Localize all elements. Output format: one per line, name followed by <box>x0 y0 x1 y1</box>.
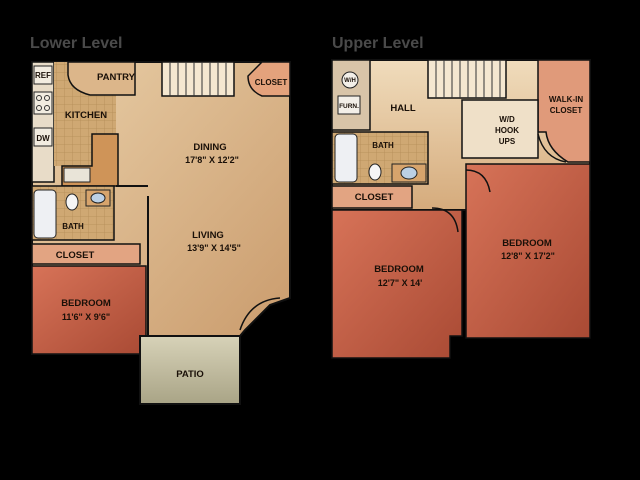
lower-top-closet-label: CLOSET <box>255 78 288 87</box>
stove <box>33 91 53 115</box>
upper-tub <box>334 133 358 183</box>
lower-top-closet <box>247 61 291 97</box>
wd-label-2: HOOK <box>495 126 519 135</box>
furn-label: FURN. <box>339 103 359 110</box>
lower-level-title: Lower Level <box>30 35 122 52</box>
upper-bedroom-2 <box>465 163 591 339</box>
lower-bedroom-label: BEDROOM <box>61 298 111 309</box>
lower-stairs <box>161 61 235 97</box>
upper-toilet <box>368 163 382 181</box>
walkin-label-2: CLOSET <box>550 106 583 115</box>
ref-label: REF <box>35 71 51 80</box>
hall-label: HALL <box>390 103 416 114</box>
dishwasher <box>33 127 53 147</box>
pantry-label: PANTRY <box>97 72 136 83</box>
walk-in-closet <box>537 59 591 163</box>
wd-hookups <box>461 99 539 159</box>
upper-bedroom-1-label: BEDROOM <box>374 264 424 275</box>
living-label: LIVING <box>192 230 224 241</box>
water-heater <box>341 71 359 89</box>
furnace <box>337 95 361 115</box>
upper-bath-label: BATH <box>372 141 394 150</box>
lower-level-plan: REF DW PANTRY CLOSET KITCHEN DINING 17'8… <box>31 61 291 405</box>
lower-bath-label: BATH <box>62 222 84 231</box>
upper-stairs <box>427 59 507 99</box>
patio-label: PATIO <box>176 369 204 380</box>
upper-bedroom-2-label: BEDROOM <box>502 238 552 249</box>
dining-size: 17'8" X 12'2" <box>185 155 239 165</box>
utility-closet <box>331 59 371 131</box>
dw-label: DW <box>36 134 50 143</box>
walkin-label-1: WALK-IN <box>549 95 583 104</box>
upper-level-title: Upper Level <box>332 35 424 52</box>
pantry <box>67 61 136 96</box>
upper-level-plan: W/H FURN. HALL WALK-IN CLOSET W/D HOOK U… <box>331 59 591 359</box>
living-size: 13'9" X 14'5" <box>187 243 241 253</box>
lower-bath-sink <box>90 192 106 204</box>
upper-closet-label: CLOSET <box>355 192 394 203</box>
lower-bedroom <box>31 265 147 355</box>
wh-label: W/H <box>344 78 356 84</box>
upper-bedroom-1 <box>331 209 463 359</box>
patio <box>139 335 241 405</box>
wd-label-1: W/D <box>499 115 515 124</box>
dining-label: DINING <box>193 142 226 153</box>
upper-bath-sink <box>400 166 418 180</box>
lower-tub <box>33 189 57 239</box>
refrigerator <box>33 65 53 85</box>
upper-closet <box>331 185 413 209</box>
wd-label-3: UPS <box>499 137 516 146</box>
lower-bedroom-size: 11'6" X 9'6" <box>62 312 110 322</box>
kitchen-sink <box>63 167 91 183</box>
upper-bedroom-1-size: 12'7" X 14' <box>378 278 423 288</box>
lower-closet <box>31 243 141 265</box>
entry-door-swing <box>239 297 281 331</box>
lower-toilet <box>65 193 79 211</box>
lower-closet-label: CLOSET <box>56 250 95 261</box>
kitchen-label: KITCHEN <box>65 110 107 121</box>
upper-bedroom-2-size: 12'8" X 17'2" <box>501 251 555 261</box>
